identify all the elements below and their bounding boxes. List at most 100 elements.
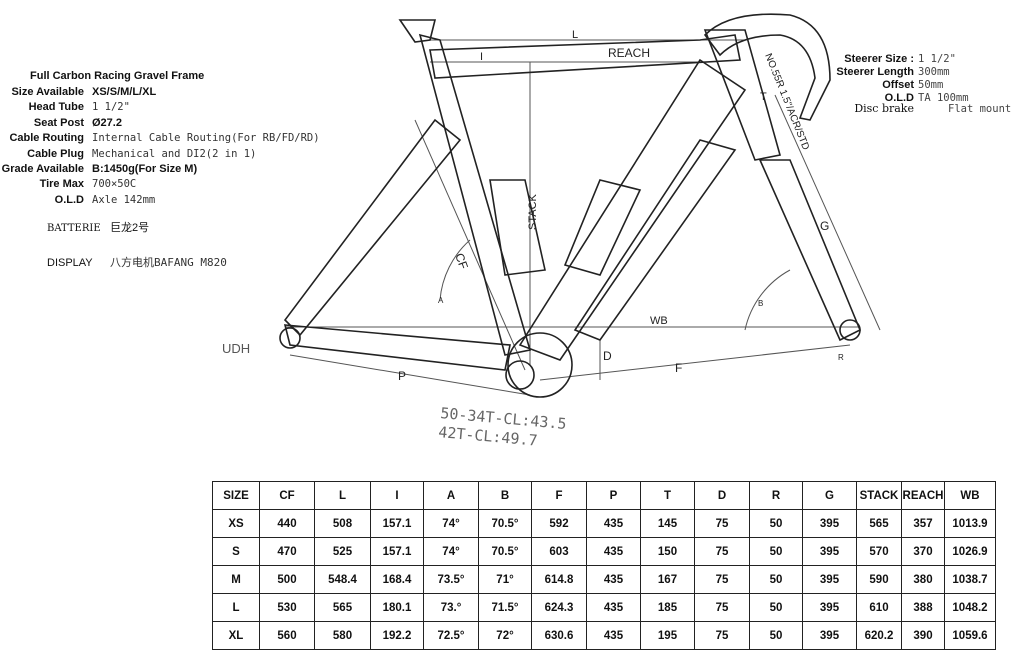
- table-cell: 592: [531, 509, 587, 538]
- column-header: WB: [944, 481, 996, 510]
- table-cell: 167: [640, 565, 695, 594]
- table-cell: 1048.2: [944, 593, 996, 622]
- battery-value: 巨龙2号: [110, 222, 150, 234]
- table-cell: 565: [314, 593, 371, 622]
- spare-battery: [563, 179, 642, 276]
- chain-stay: [283, 324, 511, 371]
- spec-label: O.L.D: [54, 194, 84, 206]
- spec-label: Cable Plug: [27, 148, 84, 160]
- column-header: D: [694, 481, 750, 510]
- fork: [758, 159, 862, 342]
- table-cell: 70.5°: [478, 537, 532, 566]
- display-value: 八方电机BAFANG M820: [110, 256, 227, 269]
- battery-label: BATTERIE: [47, 221, 101, 236]
- spec-value: Mechanical and DI2(2 in 1): [92, 148, 257, 160]
- size-cell: L: [212, 593, 260, 622]
- column-header: SIZE: [212, 481, 260, 510]
- table-cell: 50: [749, 621, 803, 650]
- table-cell: 168.4: [370, 565, 424, 594]
- wb-label: WB: [650, 315, 668, 327]
- table-cell: 440: [259, 509, 315, 538]
- table-cell: 603: [531, 537, 587, 566]
- g-label: G: [820, 219, 829, 233]
- table-cell: 50: [749, 593, 803, 622]
- table-cell: 50: [749, 537, 803, 566]
- table-cell: 71°: [478, 565, 532, 594]
- table-cell: 357: [901, 509, 945, 538]
- table-cell: 75: [694, 509, 750, 538]
- table-cell: 388: [901, 593, 945, 622]
- column-header: STACK: [856, 481, 902, 510]
- spec-label: Grade Available: [1, 163, 84, 175]
- table-cell: 73.°: [423, 593, 479, 622]
- spec-value: Internal Cable Routing(For RB/FD/RD): [92, 132, 320, 144]
- table-cell: 70.5°: [478, 509, 532, 538]
- spec-value: Ø27.2: [92, 117, 122, 129]
- table-cell: 75: [694, 537, 750, 566]
- fork-spec-value: 300mm: [918, 66, 950, 78]
- table-cell: 74°: [423, 509, 479, 538]
- f-dimension-line: [539, 344, 851, 381]
- spec-value: Axle 142mm: [92, 194, 156, 206]
- down-tube: [518, 58, 747, 361]
- size-cell: XL: [212, 621, 260, 650]
- table-cell: 390: [901, 621, 945, 650]
- table-cell: 1038.7: [944, 565, 996, 594]
- spec-label: Head Tube: [28, 101, 84, 113]
- column-header: REACH: [901, 481, 945, 510]
- chainring: [505, 360, 535, 390]
- table-cell: 185: [640, 593, 695, 622]
- table-cell: 395: [802, 593, 857, 622]
- table-cell: 530: [259, 593, 315, 622]
- seat-tube: [418, 33, 532, 356]
- table-cell: 195: [640, 621, 695, 650]
- p-dimension-line: [289, 354, 531, 396]
- table-cell: 50: [749, 565, 803, 594]
- i-label: I: [480, 51, 483, 63]
- table-cell: 590: [856, 565, 902, 594]
- top-tube: [429, 34, 741, 79]
- p-label: P: [398, 369, 406, 383]
- table-cell: 145: [640, 509, 695, 538]
- table-cell: 470: [259, 537, 315, 566]
- table-cell: 630.6: [531, 621, 587, 650]
- table-cell: 435: [586, 537, 641, 566]
- spec-label: Cable Routing: [9, 132, 84, 144]
- cf-label: CF: [452, 251, 471, 271]
- table-cell: 435: [586, 621, 641, 650]
- column-header: R: [749, 481, 803, 510]
- l-label: L: [572, 29, 578, 41]
- t-label: T: [760, 91, 767, 103]
- table-cell: 50: [749, 509, 803, 538]
- spec-label: Seat Post: [33, 117, 84, 129]
- handlebar: [703, 13, 831, 121]
- a-angle-label: A: [438, 296, 444, 305]
- column-header: A: [423, 481, 479, 510]
- table-cell: 435: [586, 509, 641, 538]
- table-cell: 624.3: [531, 593, 587, 622]
- spec-value: XS/S/M/L/XL: [92, 86, 157, 98]
- table-cell: 565: [856, 509, 902, 538]
- table-cell: 548.4: [314, 565, 371, 594]
- udh-label: UDH: [222, 341, 250, 356]
- reach-label: REACH: [608, 46, 650, 60]
- table-cell: 1059.6: [944, 621, 996, 650]
- table-cell: 570: [856, 537, 902, 566]
- column-header: F: [531, 481, 587, 510]
- d-label: D: [603, 349, 612, 363]
- table-cell: 435: [586, 593, 641, 622]
- fork-spec-value: TA 100mm: [918, 92, 969, 104]
- column-header: CF: [259, 481, 315, 510]
- column-header: I: [370, 481, 424, 510]
- table-cell: 435: [586, 565, 641, 594]
- table-cell: 72°: [478, 621, 532, 650]
- table-cell: 74°: [423, 537, 479, 566]
- table-cell: 72.5°: [423, 621, 479, 650]
- table-cell: 192.2: [370, 621, 424, 650]
- table-cell: 580: [314, 621, 371, 650]
- spec-label: Size Available: [11, 86, 84, 98]
